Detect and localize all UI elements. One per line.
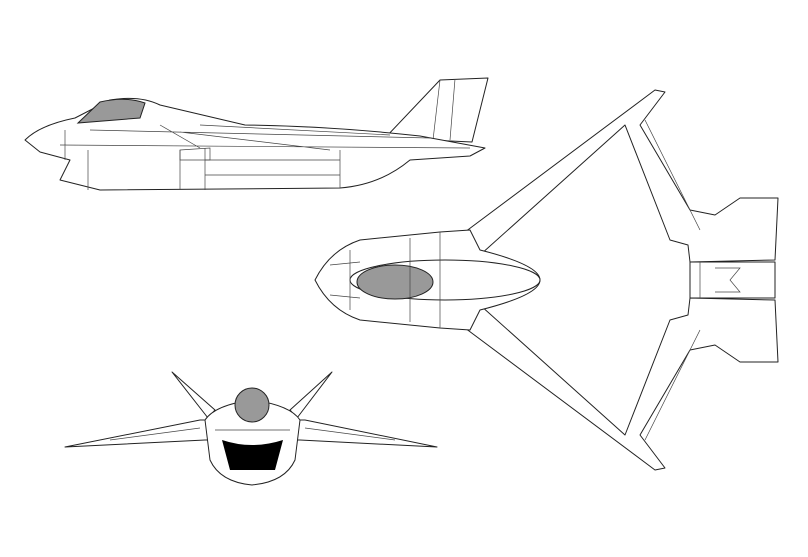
front-tail-left xyxy=(171,371,216,419)
front-tail-right xyxy=(289,371,333,419)
front-view xyxy=(64,371,438,486)
top-wing-upper xyxy=(464,89,779,263)
front-intake xyxy=(222,440,283,470)
top-wing-lower xyxy=(464,297,779,471)
top-view xyxy=(314,89,779,471)
side-fuselage xyxy=(24,97,486,191)
top-canopy xyxy=(356,264,434,300)
front-canopy xyxy=(234,387,270,423)
side-canopy xyxy=(76,98,146,124)
side-view xyxy=(24,77,489,191)
